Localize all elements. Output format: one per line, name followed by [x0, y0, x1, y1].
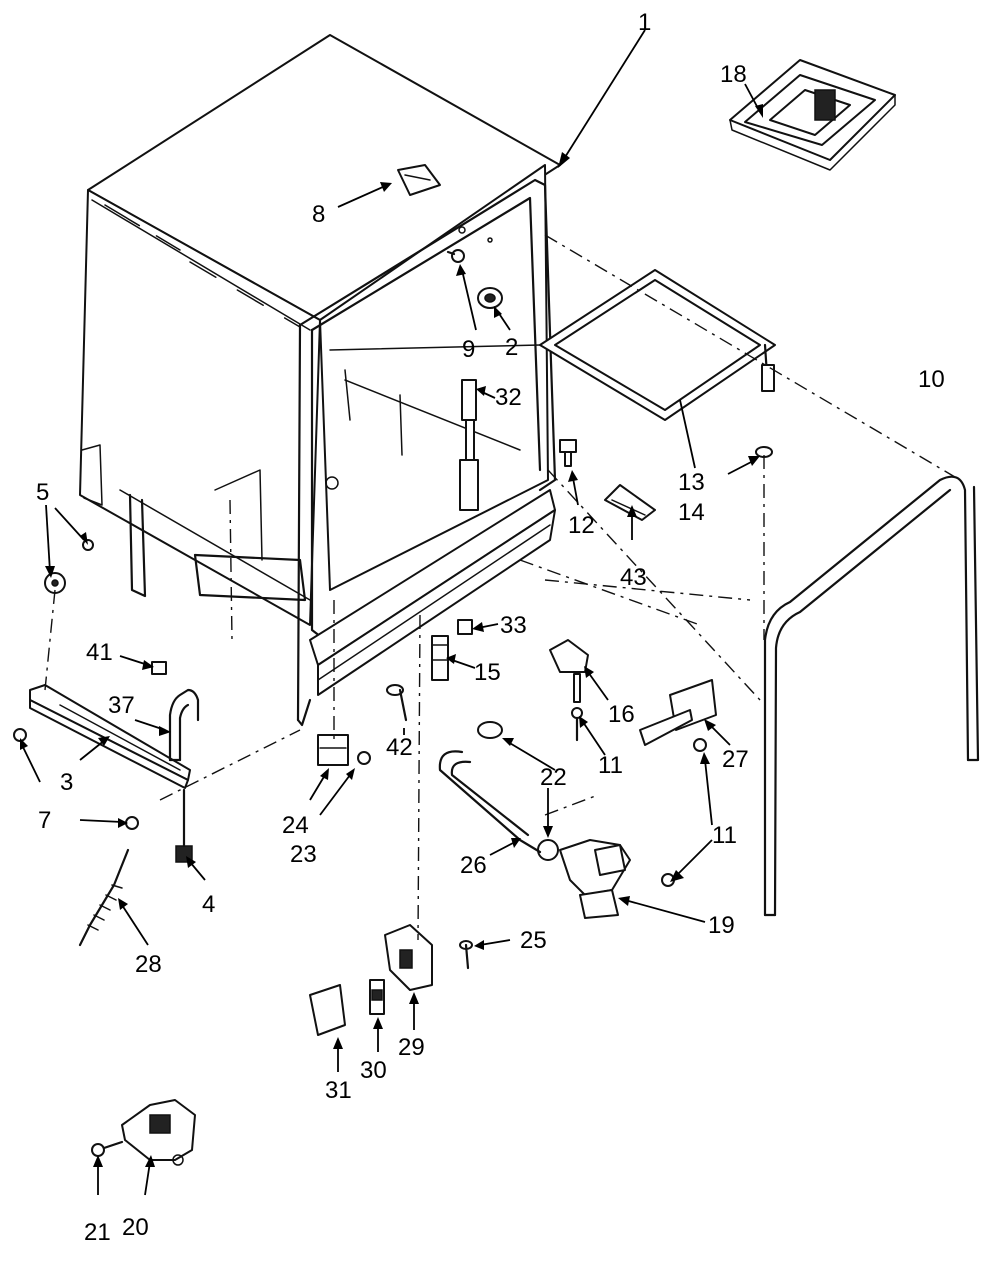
part-20-assembly [121, 1099, 196, 1166]
part-41-nut [151, 661, 167, 675]
callout-22: 22 [540, 764, 567, 791]
part-37-hose [168, 688, 200, 762]
callout-33: 33 [500, 612, 527, 639]
part-15-spacer [431, 635, 449, 681]
tub-cabinet [79, 34, 561, 727]
callout-11-a: 11 [598, 752, 623, 779]
part-9-screw [446, 249, 465, 263]
callout-11-b: 11 [712, 822, 737, 849]
part-21-screw [91, 1140, 124, 1157]
callout-43: 43 [620, 564, 647, 591]
callout-13: 13 [678, 469, 705, 496]
callout-16: 16 [608, 701, 635, 728]
part-12-fastener [559, 439, 577, 467]
alignment-lines [44, 234, 961, 941]
part-42-screw [386, 684, 408, 722]
part-31-plate [309, 984, 346, 1036]
callout-26: 26 [460, 852, 487, 879]
callout-7: 7 [38, 807, 51, 834]
part-16-latch [549, 639, 589, 703]
part-11-screw-a [571, 707, 583, 742]
part-18-tray [729, 59, 896, 171]
callout-labels: 1 2 3 4 5 7 8 9 10 11 11 12 13 14 15 16 … [36, 9, 945, 1246]
callout-3: 3 [60, 769, 73, 796]
part-5-wheel [44, 539, 94, 594]
callout-31: 31 [325, 1077, 352, 1104]
part-2-knob [477, 287, 503, 309]
callout-28: 28 [135, 951, 162, 978]
part-33-nut [457, 619, 473, 635]
part-28-spring [78, 848, 130, 947]
callout-2: 2 [505, 334, 518, 361]
callout-18: 18 [720, 61, 747, 88]
callout-8: 8 [312, 201, 325, 228]
part-30-bracket [369, 979, 385, 1015]
callout-24: 24 [282, 812, 309, 839]
part-23-screw [357, 751, 371, 765]
callout-23: 23 [290, 841, 317, 868]
part-4-foot [175, 788, 193, 863]
part-11-screw-b [693, 738, 707, 752]
part-13-rack-frame [539, 269, 776, 421]
callout-5: 5 [36, 479, 49, 506]
callout-32: 32 [495, 384, 522, 411]
callout-37: 37 [108, 692, 135, 719]
part-25-screw [459, 940, 473, 970]
part-7-screws [13, 728, 139, 830]
part-24-switch [317, 734, 349, 766]
callout-10: 10 [918, 366, 945, 393]
part-8-clip [397, 164, 441, 196]
callout-41: 41 [86, 639, 113, 666]
part-26-hose [438, 750, 542, 854]
callout-30: 30 [360, 1057, 387, 1084]
callout-20: 20 [122, 1214, 149, 1241]
callout-21: 21 [84, 1219, 111, 1246]
callout-12: 12 [568, 512, 595, 539]
part-32-spray-tower [459, 379, 479, 511]
part-10-rail [763, 475, 980, 917]
leader-arrows [20, 29, 763, 1196]
callout-29: 29 [398, 1034, 425, 1061]
callout-1: 1 [638, 9, 651, 36]
callout-19: 19 [708, 912, 735, 939]
callout-15: 15 [474, 659, 501, 686]
part-27-hinge [639, 679, 717, 746]
callout-27: 27 [722, 746, 749, 773]
part-3-rail [29, 684, 191, 789]
part-29-housing [384, 924, 433, 991]
callout-42: 42 [386, 734, 413, 761]
callout-9: 9 [462, 336, 475, 363]
part-19-valve [559, 839, 631, 919]
callout-4: 4 [202, 891, 215, 918]
callout-14: 14 [678, 499, 705, 526]
callout-25: 25 [520, 927, 547, 954]
